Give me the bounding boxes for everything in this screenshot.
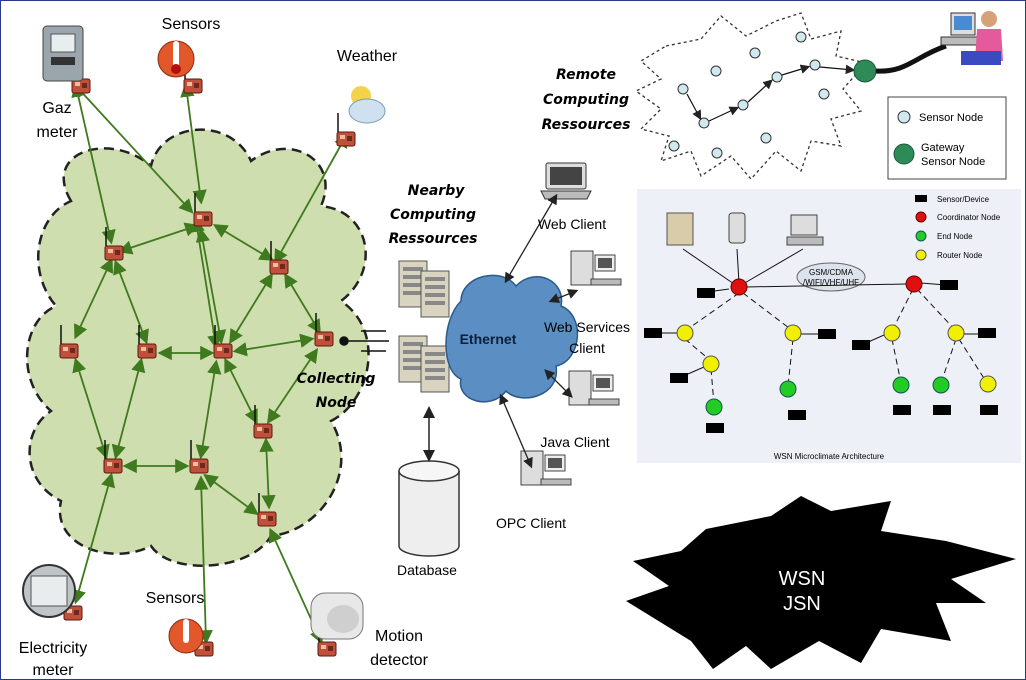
microclimate-links — [661, 248, 988, 405]
database-icon — [398, 460, 460, 557]
label-weather: Weather — [337, 48, 398, 65]
star-text-2: JSN — [783, 593, 821, 615]
server-rack-icon — [398, 260, 450, 393]
star-text-1: WSN — [779, 568, 826, 590]
mc-legend-3: Router Node — [937, 251, 983, 260]
label-collecting-1: Collecting — [297, 371, 376, 387]
gaz-meter-icon — [42, 25, 84, 82]
remote-legend: Sensor Node Gateway Sensor Node — [887, 96, 1007, 180]
label-database: Database — [397, 562, 457, 578]
label-nearby-2: Computing — [390, 207, 476, 223]
gateway-node — [853, 59, 877, 83]
label-gaz-meter-1: Gaz — [42, 100, 71, 117]
label-remote-2: Computing — [543, 92, 629, 108]
gsm-label-2: /WIFI/VHF/UHF — [803, 278, 859, 287]
gsm-label-1: GSM/CDMA — [809, 268, 854, 277]
motion-detector-icon — [310, 592, 364, 640]
label-opc-client: OPC Client — [496, 515, 566, 531]
collecting-node-connector — [339, 330, 389, 352]
client-links — [499, 193, 579, 469]
label-web-client: Web Client — [538, 216, 606, 232]
web-services-client-icon — [570, 250, 622, 286]
mc-legend-2: End Node — [937, 232, 973, 241]
microclimate-routers — [676, 324, 997, 393]
wsn-jsn-starburst — [626, 496, 1016, 669]
label-web-services-1: Web Services — [544, 319, 630, 335]
label-remote-3: Ressources — [542, 117, 631, 133]
gsm-cloud — [796, 262, 866, 292]
java-client-icon — [568, 370, 620, 406]
microclimate-caption: WSN Microclimate Architecture — [774, 452, 885, 461]
opc-client-icon — [520, 450, 572, 486]
operator-workstation-icon — [940, 11, 1003, 65]
label-nearby-1: Nearby — [408, 183, 466, 199]
label-nearby-3: Ressources — [389, 231, 478, 247]
label-motion-1: Motion — [375, 628, 423, 645]
thermometer-sensor-bottom-icon — [168, 618, 204, 654]
legend-gateway-1: Gateway — [921, 142, 965, 154]
web-client-icon — [540, 162, 592, 200]
legend-sensor-node: Sensor Node — [919, 112, 983, 124]
remote-star-outline — [634, 12, 868, 180]
microclimate-devices — [666, 212, 824, 246]
label-sensors-top: Sensors — [162, 16, 221, 33]
label-web-services-2: Client — [569, 340, 605, 356]
remote-route — [686, 64, 856, 122]
microclimate-coordinators — [730, 275, 923, 296]
electricity-meter-icon — [22, 564, 76, 618]
microclimate-end-nodes — [705, 376, 950, 416]
microclimate-legend: Sensor/Device Coordinator Node End Node … — [915, 195, 1001, 261]
label-ethernet: Ethernet — [460, 331, 517, 347]
label-electricity-2: meter — [33, 662, 75, 679]
mc-legend-0: Sensor/Device — [937, 195, 990, 204]
legend-gateway-2: Sensor Node — [921, 156, 985, 168]
label-gaz-meter-2: meter — [37, 124, 79, 141]
label-sensors-bottom: Sensors — [146, 590, 205, 607]
label-collecting-2: Node — [316, 395, 357, 411]
microclimate-panel — [637, 189, 1021, 463]
label-java-client: Java Client — [540, 434, 609, 450]
mc-legend-1: Coordinator Node — [937, 213, 1001, 222]
label-electricity-1: Electricity — [19, 640, 87, 657]
gateway-cable — [875, 43, 947, 74]
label-remote-1: Remote — [556, 67, 616, 83]
thermometer-sensor-icon — [157, 40, 195, 78]
label-motion-2: detector — [370, 652, 428, 669]
weather-icon — [348, 86, 386, 124]
